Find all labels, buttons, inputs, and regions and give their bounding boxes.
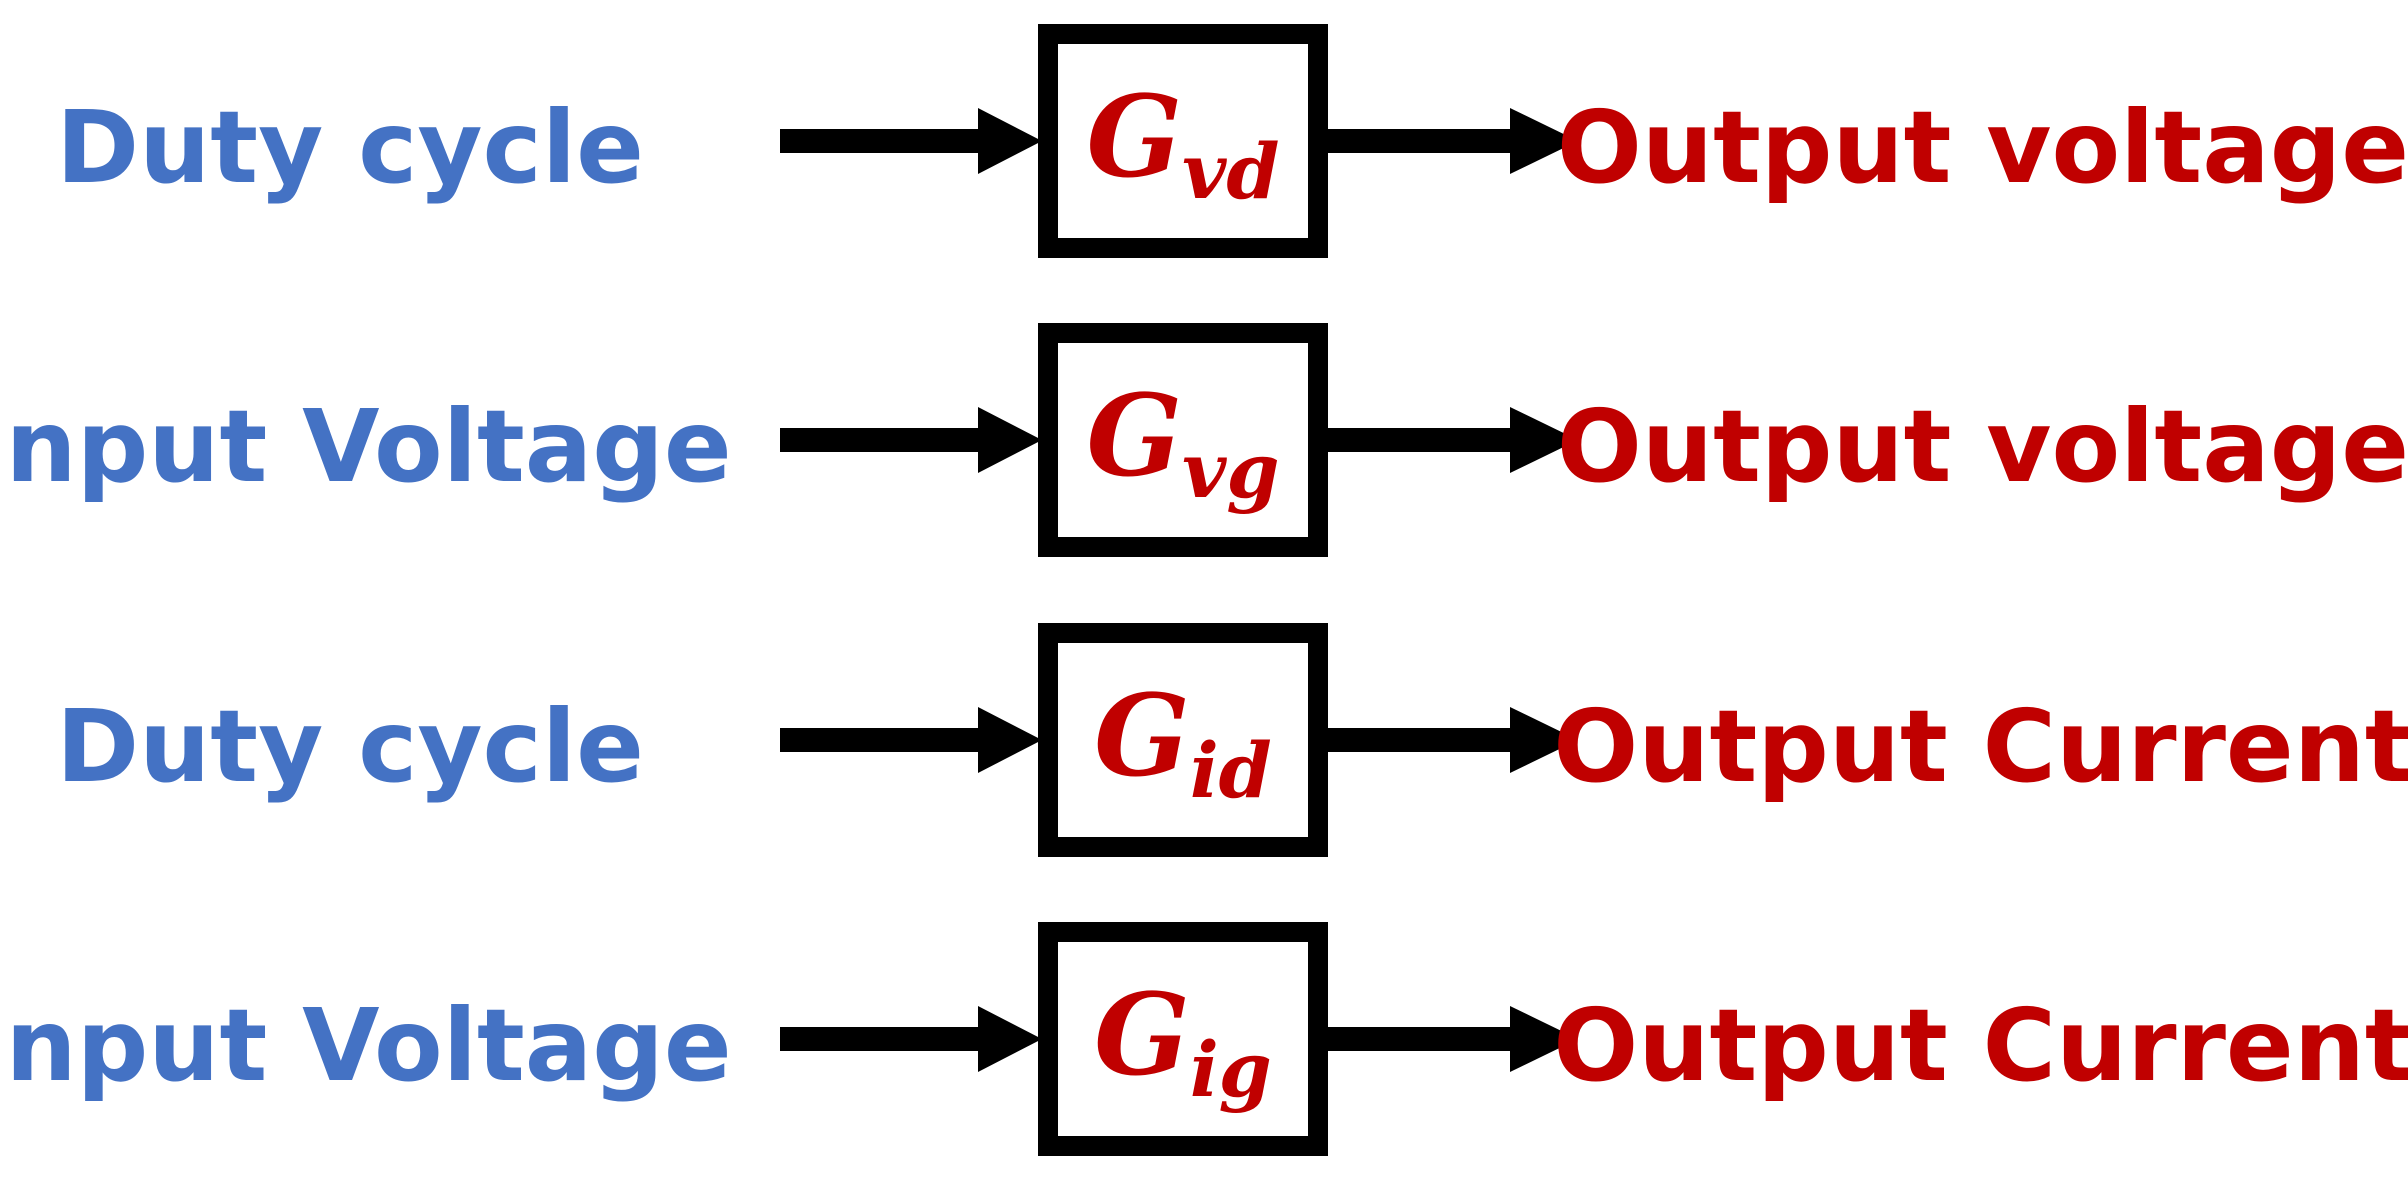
block-row-vd: Duty cycle Gvd Output voltage: [56, 24, 2408, 258]
output-arrowhead: [1510, 108, 1578, 174]
transfer-function-label: Gvg: [1087, 371, 1280, 515]
input-label: Duty cycle: [56, 688, 644, 805]
transfer-subscript: vg: [1182, 426, 1279, 515]
input-arrowhead: [978, 707, 1042, 773]
transfer-block: [1038, 922, 1328, 1156]
transfer-subscript: ig: [1190, 1025, 1272, 1114]
output-arrowhead: [1510, 707, 1578, 773]
output-arrowhead: [1510, 407, 1578, 473]
transfer-subscript: vd: [1182, 127, 1279, 216]
input-label: Duty cycle: [56, 89, 644, 206]
output-label: Output voltage: [1557, 388, 2408, 505]
block-row-vg: Input Voltage Gvg Output voltage: [0, 323, 2408, 557]
transfer-block: [1038, 623, 1328, 857]
input-label: Input Voltage: [0, 388, 732, 505]
transfer-function-label: Gvd: [1087, 72, 1280, 216]
transfer-function-label: Gig: [1094, 970, 1272, 1114]
block-row-ig: Input Voltage Gig Output Current: [0, 922, 2408, 1156]
input-arrowhead: [978, 1006, 1042, 1072]
transfer-block: [1038, 24, 1328, 258]
output-arrowhead: [1510, 1006, 1578, 1072]
transfer-symbol: G: [1094, 970, 1190, 1101]
input-arrowhead: [978, 407, 1042, 473]
output-label: Output Current: [1553, 688, 2408, 805]
input-arrowhead: [978, 108, 1042, 174]
transfer-block: [1038, 323, 1328, 557]
transfer-function-label: Gid: [1094, 671, 1272, 815]
input-label: Input Voltage: [0, 987, 732, 1104]
block-row-id: Duty cycle Gid Output Current: [56, 623, 2408, 857]
transfer-symbol: G: [1087, 72, 1183, 203]
output-label: Output voltage: [1557, 89, 2408, 206]
transfer-subscript: id: [1190, 726, 1272, 815]
transfer-symbol: G: [1094, 671, 1190, 802]
transfer-symbol: G: [1087, 371, 1183, 502]
output-label: Output Current: [1553, 987, 2408, 1104]
